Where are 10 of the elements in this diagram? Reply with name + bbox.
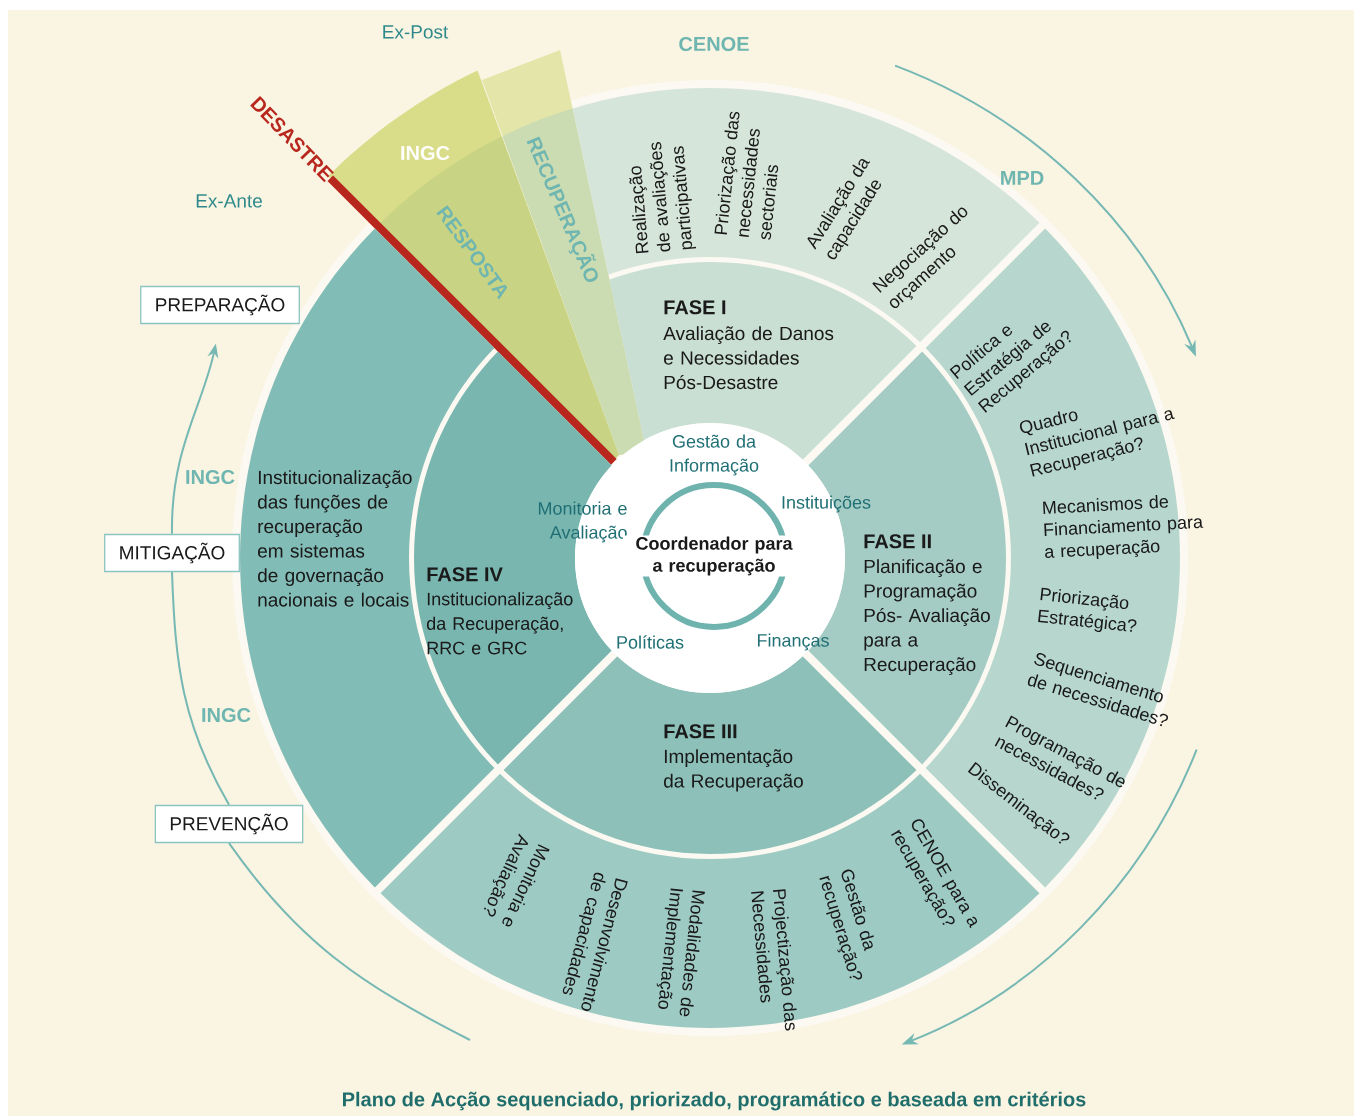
caption: Plano de Acção sequenciado, priorizado, programático e baseada em critérios xyxy=(343,1091,1086,1111)
text-label: CENOE xyxy=(679,36,749,52)
text-label: Ex-Ante xyxy=(196,194,262,208)
stage-box: MITIGAÇÃO xyxy=(104,533,240,573)
arc-line xyxy=(228,842,471,1041)
stage-box: PREVENÇÃO xyxy=(154,804,304,844)
text-label: MPD xyxy=(1001,171,1044,185)
text-label: Ex-Post xyxy=(383,25,449,39)
stage-box: PREPARAÇÃO xyxy=(140,285,300,325)
arc-line xyxy=(171,571,230,806)
